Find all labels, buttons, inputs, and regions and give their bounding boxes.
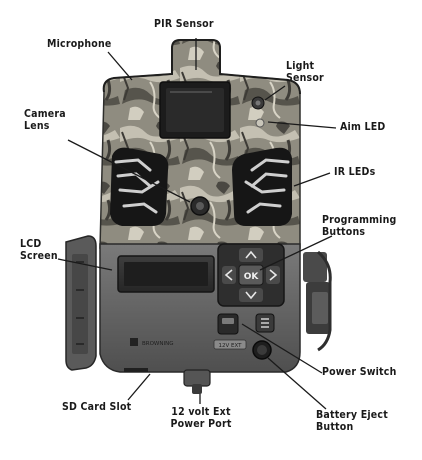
leader-lines [57, 38, 337, 410]
port-plate-text: 12V EXT [218, 343, 242, 349]
label-power-port: 12 volt Ext Power Port [166, 406, 236, 430]
label-sd-card-slot: SD Card Slot [62, 401, 132, 413]
battery-eject-button[interactable] [252, 340, 272, 360]
lcd-door [65, 235, 97, 371]
ok-key-label: OK [244, 272, 260, 282]
label-power-switch: Power Switch [322, 366, 397, 378]
label-camera-lens-line1: Camera [24, 108, 66, 120]
brand-logo: BROWNING [130, 338, 173, 347]
ok-key[interactable]: OK [238, 264, 264, 286]
arrow-right-key[interactable] [266, 266, 280, 284]
arrow-up-key[interactable] [239, 248, 263, 262]
arrow-down-icon [245, 291, 257, 300]
pir-sensor-window [159, 81, 231, 139]
power-port [183, 369, 211, 394]
label-light-sensor-line1: Light [286, 60, 315, 72]
power-switch[interactable] [217, 313, 239, 335]
arrow-left-icon [224, 269, 233, 281]
label-power-port-line1: 12 volt Ext [171, 406, 231, 418]
menu-button[interactable] [255, 313, 275, 333]
sd-card-slot [124, 368, 148, 372]
label-battery-eject: Battery Eject Button [316, 409, 388, 433]
label-camera-lens: Camera Lens [24, 108, 66, 132]
label-light-sensor: Light Sensor [286, 60, 324, 84]
camera-lens [190, 196, 210, 216]
label-battery-eject-line2: Button [316, 421, 354, 433]
lcd-screen [117, 255, 215, 293]
label-lcd-screen-line2: Screen [20, 250, 58, 262]
mounting-strap-bracket [303, 250, 332, 352]
label-programming-buttons-line2: Buttons [322, 226, 366, 238]
menu-icon [261, 318, 269, 328]
arrow-right-icon [269, 269, 278, 281]
brand-text: BROWNING [142, 341, 173, 347]
label-microphone: Microphone [47, 38, 112, 50]
arrow-down-key[interactable] [239, 288, 263, 302]
label-aim-led: Aim LED [340, 121, 386, 133]
arrow-left-key[interactable] [222, 266, 236, 284]
arrow-up-icon [245, 250, 257, 259]
label-battery-eject-line1: Battery Eject [316, 409, 388, 421]
power-port-plate: 12V EXT [213, 339, 247, 350]
label-ir-leds: IR LEDs [334, 166, 376, 178]
label-lcd-screen-line1: LCD [20, 238, 42, 250]
ir-led-panel-right [232, 147, 292, 226]
label-programming-buttons: Programming Buttons [322, 214, 396, 238]
label-light-sensor-line2: Sensor [286, 72, 324, 84]
label-power-port-line2: Power Port [170, 418, 232, 430]
aim-led [255, 118, 265, 128]
label-camera-lens-line2: Lens [24, 120, 50, 132]
label-pir-sensor: PIR Sensor [154, 18, 214, 30]
label-programming-buttons-line1: Programming [322, 214, 397, 226]
label-lcd-screen: LCD Screen [20, 238, 58, 262]
light-sensor-lens [255, 100, 261, 106]
